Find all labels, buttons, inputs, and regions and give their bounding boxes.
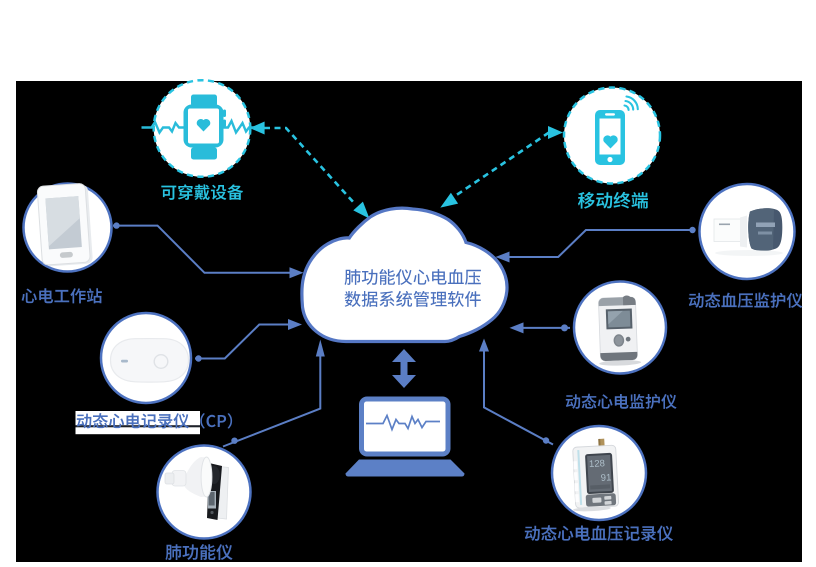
svg-text:128: 128 [589,458,605,470]
svg-text:91: 91 [600,472,611,484]
